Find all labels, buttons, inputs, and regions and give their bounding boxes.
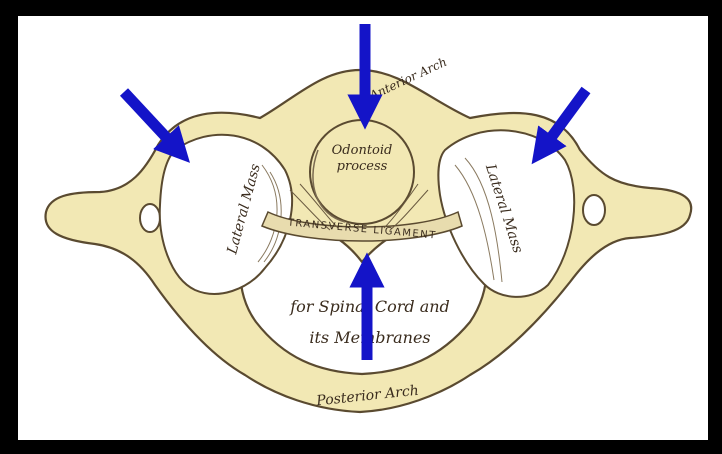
label-odontoid-line2: process	[337, 159, 388, 174]
label-odontoid-line1: Odontoid	[332, 143, 393, 158]
transverse-foramen-left	[140, 204, 160, 232]
transverse-foramen-right	[583, 195, 605, 225]
